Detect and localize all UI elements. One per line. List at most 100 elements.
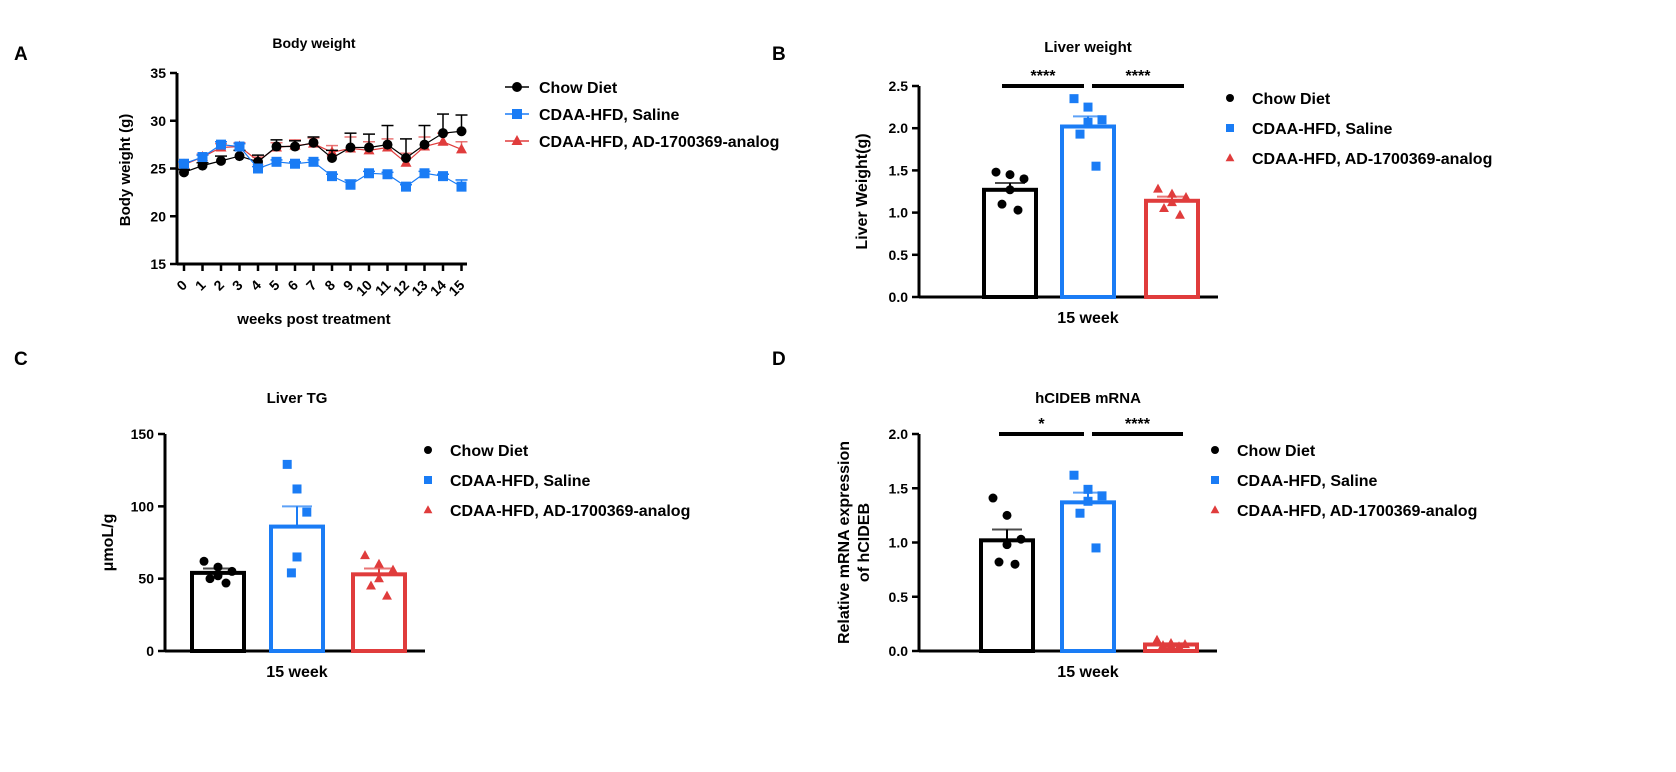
y-tick-label: 15 (150, 256, 166, 272)
data-point-square (1097, 491, 1107, 501)
chart-title: hCIDEB mRNA (1035, 390, 1141, 407)
x-tick-label: 15 (445, 277, 467, 299)
panel-label-A: A (14, 44, 28, 65)
data-point-triangle (1159, 202, 1169, 212)
data-point-circle (994, 557, 1004, 567)
data-point-circle (213, 562, 223, 572)
data-point-square (282, 459, 292, 469)
y-axis-title: Body weight (g) (117, 114, 134, 227)
y-axis-title: Relative mRNA expression (836, 441, 853, 644)
bar (269, 524, 325, 653)
data-point-circle (419, 139, 430, 150)
bar (1144, 198, 1200, 299)
data-point-square (302, 507, 312, 517)
data-point-square (345, 179, 356, 190)
data-point-circle (1005, 170, 1015, 180)
data-point-square (1069, 470, 1079, 480)
data-point-square (292, 484, 302, 494)
legend-marker-circle (512, 82, 522, 92)
legend-marker-triangle (423, 505, 433, 514)
y-tick-label: 2.0 (889, 426, 909, 442)
y-tick-label: 1.0 (889, 535, 909, 551)
panel-label-D: D (772, 349, 786, 370)
data-point-square (1083, 117, 1093, 127)
y-tick-label: 0.5 (889, 247, 909, 263)
data-point-square (216, 139, 226, 150)
data-point-triangle (1167, 188, 1177, 198)
y-axis-title: of hCIDEB (856, 503, 873, 582)
x-axis-title: 15 week (266, 664, 327, 681)
data-point-circle (199, 556, 209, 566)
data-point-triangle (374, 558, 384, 568)
x-tick-label: 7 (303, 277, 320, 294)
legend-label: Chow Diet (539, 80, 618, 97)
significance-label: **** (1126, 68, 1152, 85)
data-point-circle (1005, 185, 1015, 195)
data-point-square (382, 169, 393, 180)
y-tick-label: 2.0 (889, 120, 909, 136)
x-tick-label: 5 (266, 277, 283, 294)
data-point-circle (290, 141, 300, 152)
x-tick-label: 1 (192, 277, 209, 294)
data-point-square (197, 152, 208, 163)
data-point-triangle (1166, 640, 1176, 650)
significance-label: * (1038, 416, 1045, 433)
x-axis-title: 15 week (1057, 664, 1118, 681)
data-point-circle (308, 137, 319, 148)
significance-label: **** (1125, 416, 1151, 433)
data-point-triangle (1167, 197, 1177, 207)
data-point-circle (382, 139, 393, 150)
y-tick-label: 50 (138, 571, 154, 587)
data-point-square (364, 168, 374, 179)
legend-marker-triangle (1225, 153, 1235, 162)
legend-marker-square (512, 109, 522, 119)
data-point-circle (401, 152, 411, 163)
y-axis-title: Liver Weight(g) (854, 133, 871, 249)
legend-label: CDAA-HFD, AD-1700369-analog (539, 134, 779, 151)
legend-label: CDAA-HFD, AD-1700369-analog (1237, 503, 1477, 520)
data-point-circle (345, 142, 356, 153)
data-point-square (327, 171, 337, 182)
bar (1060, 124, 1116, 300)
data-point-circle (364, 142, 374, 153)
data-point-circle (179, 167, 189, 178)
data-point-square (308, 156, 319, 167)
legend-label: Chow Diet (1252, 91, 1331, 108)
data-point-square (1091, 161, 1101, 171)
x-axis-title: weeks post treatment (236, 311, 390, 328)
data-point-triangle (382, 590, 392, 600)
bar (190, 570, 246, 654)
x-tick-label: 3 (229, 277, 246, 294)
series-line (183, 130, 462, 173)
x-tick-label: 8 (321, 277, 338, 294)
data-point-square (401, 181, 411, 192)
significance-label: **** (1031, 68, 1057, 85)
data-point-circle (1002, 540, 1012, 550)
data-point-triangle (388, 564, 398, 574)
legend-marker-square (424, 476, 432, 484)
y-tick-label: 0 (146, 643, 154, 659)
data-point-circle (988, 493, 998, 503)
data-point-circle (234, 151, 245, 162)
data-point-circle (197, 160, 208, 171)
data-point-square (290, 158, 300, 169)
legend-label: CDAA-HFD, Saline (450, 473, 591, 490)
x-tick-label: 6 (284, 277, 301, 294)
legend-marker-triangle (1210, 505, 1220, 514)
series-line (183, 144, 462, 188)
bar (982, 187, 1038, 299)
data-point-triangle (374, 573, 384, 583)
data-point-square (1091, 543, 1101, 553)
data-point-square (253, 163, 263, 174)
legend-marker-square (1211, 476, 1219, 484)
panel-label-B: B (772, 44, 786, 65)
legend-marker-circle (1211, 446, 1219, 454)
y-tick-label: 0.0 (889, 643, 909, 659)
data-point-square (419, 168, 430, 179)
data-point-triangle (360, 550, 370, 560)
data-point-circle (216, 155, 226, 166)
data-point-circle (221, 578, 231, 588)
data-point-triangle (1158, 640, 1168, 650)
